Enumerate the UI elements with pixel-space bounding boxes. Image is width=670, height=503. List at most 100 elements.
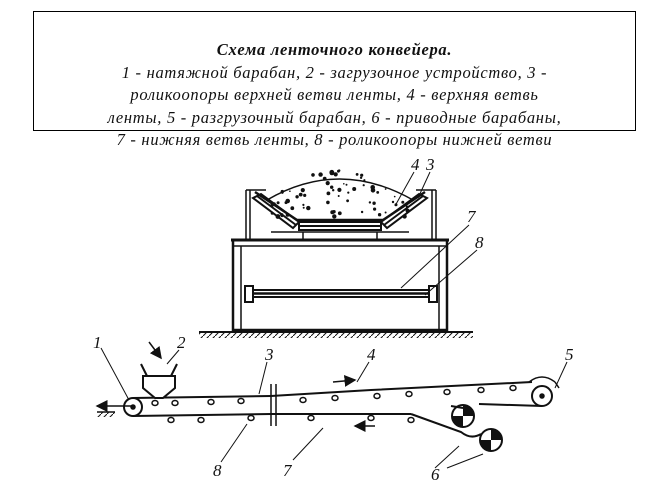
cross-section-return-roller: [244, 285, 438, 303]
idler-rollers: [151, 384, 517, 424]
side-label-1: 1: [93, 333, 102, 352]
material-particle: [280, 214, 284, 218]
material-particle: [343, 183, 345, 185]
idler-roller: [307, 414, 315, 422]
side-label-4: 4: [367, 345, 376, 364]
cross-section-label-4: 4: [411, 155, 420, 174]
material-particle: [368, 201, 372, 204]
material-particle: [406, 210, 409, 213]
material-particle: [270, 203, 274, 208]
side-view-leaders: [100, 347, 568, 469]
idler-roller: [197, 416, 205, 424]
material-particle: [333, 172, 338, 177]
tension-ground: [97, 411, 115, 417]
caption-title: Схема ленточного конвейера.: [216, 40, 453, 59]
material-particle: [405, 205, 409, 208]
side-label-6: 6: [431, 465, 440, 483]
drive-drums: [451, 404, 503, 452]
idler-roller: [151, 399, 159, 407]
material-particle: [330, 185, 334, 189]
idler-roller: [167, 416, 175, 424]
idler-roller: [331, 394, 339, 402]
material-particle: [302, 206, 305, 209]
material-particle: [276, 201, 280, 205]
conveyor-diagram: 4 3 7 8: [71, 150, 599, 483]
side-label-2: 2: [177, 333, 186, 352]
idler-roller: [207, 398, 215, 406]
cross-section-supports: [245, 189, 437, 240]
idler-roller: [299, 396, 307, 404]
side-label-5: 5: [565, 345, 574, 364]
material-particle: [376, 191, 380, 194]
material-particle: [363, 179, 366, 182]
cross-section-label-7: 7: [467, 207, 477, 226]
idler-roller: [509, 384, 517, 392]
material-particle: [384, 188, 387, 190]
cross-section-view: [199, 169, 478, 338]
caption-line-2: роликоопоры верхней ветви ленты, 4 - вер…: [130, 85, 539, 104]
idler-roller: [171, 399, 179, 407]
material-particle: [306, 205, 311, 211]
material-particle: [360, 210, 364, 214]
load-feed-arrow: [148, 341, 162, 360]
material-particle: [284, 201, 288, 205]
material-particle: [360, 173, 364, 177]
caption-box: [33, 11, 636, 131]
idler-roller: [405, 390, 413, 398]
material-particle: [393, 195, 396, 198]
material-particle: [362, 184, 365, 187]
material-particle: [295, 195, 299, 199]
material-particle: [332, 214, 337, 219]
conveyor-diagram-drawing: 4 3 7 8: [93, 155, 574, 483]
material-particle: [373, 207, 377, 211]
idler-roller: [443, 388, 451, 396]
material-particle: [326, 191, 331, 196]
material-particle: [272, 202, 276, 205]
material-particle: [270, 211, 274, 215]
material-particle: [289, 190, 291, 192]
caption: Схема ленточного конвейера. 1 - натяжной…: [33, 39, 636, 152]
cross-section-label-3: 3: [425, 155, 435, 174]
material-particle: [352, 187, 357, 191]
side-view: [95, 341, 568, 469]
material-particle: [285, 213, 290, 217]
material-particle: [298, 192, 303, 197]
idler-roller: [247, 414, 255, 422]
material-particle: [281, 191, 284, 194]
material-particle: [329, 169, 335, 175]
material-particle: [318, 172, 323, 177]
frame-break-marks: [270, 384, 277, 426]
loading-device: [140, 363, 178, 399]
side-label-8: 8: [213, 461, 222, 480]
material-particle: [377, 213, 382, 217]
material-particle: [401, 200, 405, 204]
idler-roller: [407, 416, 415, 424]
material-particle: [372, 201, 376, 205]
idler-roller: [477, 386, 485, 394]
material-particle: [384, 211, 387, 214]
cross-section-leaders: [394, 171, 478, 296]
cross-section-ground: [199, 331, 473, 338]
side-label-7: 7: [283, 461, 293, 480]
conveyor-belt: [132, 381, 543, 438]
discharge-drum: [528, 376, 560, 407]
material-particle: [370, 188, 376, 193]
bulk-material-load: [254, 169, 426, 222]
material-particle: [290, 206, 295, 211]
caption-line-3: ленты, 5 - разгрузочный барабан, 6 - при…: [107, 107, 562, 127]
material-particle: [275, 214, 281, 219]
material-particle: [337, 211, 342, 216]
material-particle: [355, 173, 359, 176]
material-particle: [337, 195, 340, 197]
cross-section-frame: [231, 238, 449, 332]
material-particle: [300, 188, 305, 193]
material-particle: [322, 176, 327, 181]
material-particle: [347, 191, 350, 194]
material-particle: [391, 200, 395, 204]
caption-line-1: 1 - натяжной барабан, 2 - загрузочное ус…: [121, 62, 548, 82]
material-particle: [325, 181, 330, 186]
material-particle: [326, 200, 330, 205]
idler-roller: [373, 392, 381, 400]
material-particle: [346, 199, 349, 203]
